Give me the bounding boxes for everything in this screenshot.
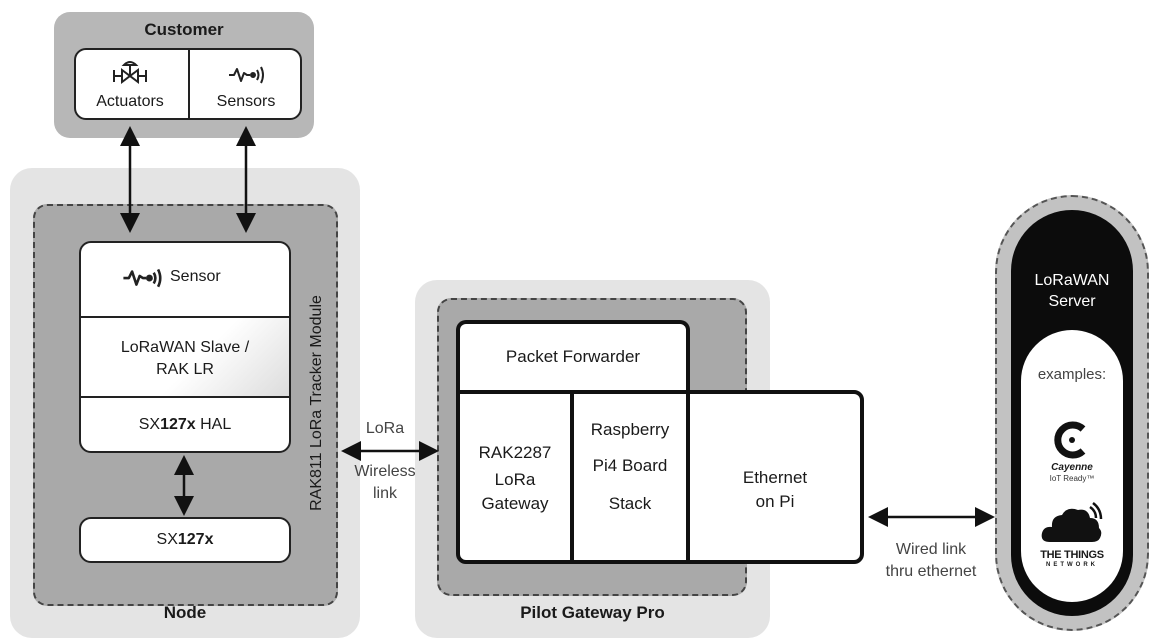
customer-divider — [188, 49, 190, 119]
actuators-label: Actuators — [96, 93, 164, 110]
pi-line3: Stack — [608, 494, 652, 513]
packet-forwarder-label: Packet Forwarder — [505, 347, 641, 366]
rak-line1: RAK2287 — [478, 443, 552, 462]
hal-bold: 127x — [160, 416, 196, 433]
cayenne-name: Cayenne — [1051, 462, 1093, 473]
gateway-label: Pilot Gateway Pro — [520, 603, 665, 622]
hal-prefix: SX — [138, 416, 161, 433]
sensors-label: Sensors — [216, 93, 276, 110]
stack-divider-1 — [81, 316, 289, 318]
valve-icon — [113, 61, 147, 84]
lora-link-line1: LoRa — [365, 420, 405, 437]
customer-title: Customer — [144, 20, 224, 39]
lorawan-slave-line2: RAK LR — [156, 361, 214, 378]
sx127x-chip-box — [79, 517, 291, 563]
lorawan-slave-line1: LoRaWAN Slave / — [120, 339, 250, 356]
sx127x-chip-label: SX127x — [79, 531, 291, 549]
lorawan-slave-band — [81, 317, 289, 397]
gateway-divider-2 — [686, 392, 690, 562]
pi-line1: Raspberry — [590, 420, 670, 439]
chip-prefix: SX — [156, 531, 178, 548]
sensor-signal-icon — [123, 268, 162, 288]
server-examples-panel — [1021, 330, 1123, 602]
server-title: LoRaWAN Server — [1011, 270, 1133, 312]
pf-right-edge — [686, 330, 690, 394]
ttn-sub: NETWORK — [1046, 562, 1098, 568]
lora-link-line2: Wireless — [354, 463, 416, 480]
sensor-layer-label: Sensor — [170, 268, 221, 285]
cayenne-logo-icon — [1054, 421, 1086, 459]
wired-link-line2: thru ethernet — [885, 563, 977, 580]
cloud-icon — [1041, 502, 1103, 542]
rak-line2: LoRa — [494, 470, 536, 489]
chip-bold: 127x — [177, 531, 214, 548]
server-title-line2: Server — [1048, 293, 1096, 310]
hal-suffix: HAL — [195, 416, 232, 433]
sx127x-hal-label: SX127x HAL — [81, 416, 289, 434]
rak-line3: Gateway — [481, 494, 549, 513]
lora-link-line3: link — [372, 485, 397, 502]
gateway-divider-1 — [570, 392, 574, 562]
ethernet-line2: on Pi — [755, 492, 795, 511]
node-label: Node — [163, 603, 207, 622]
examples-label: examples: — [1037, 366, 1107, 383]
sensor-signal-icon — [229, 66, 264, 84]
ttn-name: THE THINGS — [1040, 549, 1104, 561]
wired-link-line1: Wired link — [895, 541, 967, 558]
ethernet-line1: Ethernet — [742, 468, 808, 487]
server-title-line1: LoRaWAN — [1034, 272, 1110, 289]
cayenne-sub: IoT Ready™ — [1049, 474, 1095, 483]
stack-divider-2 — [81, 396, 289, 398]
pi-line2: Pi4 Board — [592, 456, 668, 475]
